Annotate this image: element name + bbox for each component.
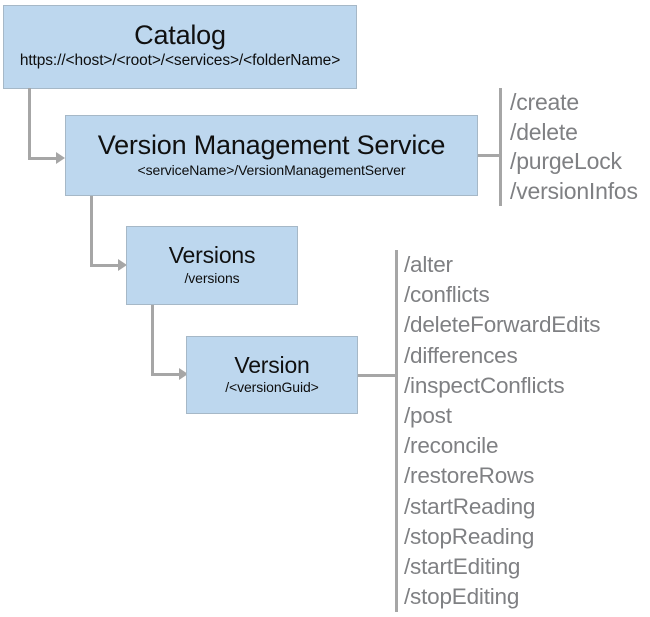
node-version-title: Version: [234, 351, 310, 378]
connector-versions-to-version-vertical: [151, 305, 154, 376]
bracket-rule-version-operations: [395, 250, 398, 612]
operation-item-delete[interactable]: /delete: [510, 118, 578, 145]
operation-item-stopediting[interactable]: /stopEditing: [404, 584, 520, 610]
operation-item-inspectconflicts[interactable]: /inspectConflicts: [404, 372, 565, 398]
operation-item-versioninfos[interactable]: /versionInfos: [510, 177, 638, 204]
connector-vms-to-versions-horizontal: [90, 264, 120, 267]
operation-item-alter[interactable]: /alter: [404, 252, 453, 277]
operation-item-restorerows[interactable]: /restoreRows: [404, 463, 535, 489]
node-versions-title: Versions: [168, 242, 256, 269]
connector-vms-to-operations: [478, 154, 500, 157]
node-versions-subtitle: /versions: [184, 269, 240, 286]
operation-list-version: /alter /conflicts /deleteForwardEdits /d…: [404, 250, 600, 612]
connector-versions-to-version-horizontal: [151, 373, 181, 376]
arrowhead-icon-versions-to-version: [179, 368, 188, 380]
node-version[interactable]: Version /<versionGuid>: [186, 336, 358, 414]
connector-version-to-operations: [358, 374, 396, 377]
node-version-management-service[interactable]: Version Management Service <serviceName>…: [65, 115, 478, 196]
operation-item-deleteforwardedits[interactable]: /deleteForwardEdits: [404, 312, 601, 338]
operation-item-startediting[interactable]: /startEditing: [404, 554, 521, 580]
node-vms-subtitle: <serviceName>/VersionManagementServer: [137, 162, 406, 179]
operation-item-startreading[interactable]: /startReading: [404, 493, 536, 519]
node-catalog-title: Catalog: [134, 19, 226, 50]
operation-item-purgelock[interactable]: /purgeLock: [510, 148, 622, 174]
connector-catalog-to-vms-vertical: [28, 88, 31, 160]
node-catalog-subtitle: https://<host>/<root>/<services>/<folder…: [19, 51, 341, 69]
bracket-rule-vms-operations: [499, 88, 502, 206]
node-catalog[interactable]: Catalog https://<host>/<root>/<services>…: [3, 5, 357, 89]
connector-catalog-to-vms-horizontal: [28, 157, 58, 160]
operation-item-create[interactable]: /create: [510, 89, 579, 115]
arrowhead-icon-catalog-to-vms: [56, 152, 65, 164]
operation-item-post[interactable]: /post: [404, 403, 452, 429]
connector-vms-to-versions-vertical: [90, 196, 93, 267]
arrowhead-icon-vms-to-versions: [118, 259, 127, 271]
operation-item-conflicts[interactable]: /conflicts: [404, 282, 490, 308]
node-versions[interactable]: Versions /versions: [126, 226, 298, 305]
node-version-subtitle: /<versionGuid>: [225, 379, 319, 396]
operation-item-differences[interactable]: /differences: [404, 342, 518, 368]
operation-item-reconcile[interactable]: /reconcile: [404, 433, 499, 459]
operation-item-stopreading[interactable]: /stopReading: [404, 523, 535, 549]
node-vms-title: Version Management Service: [97, 129, 446, 160]
operation-list-vms: /create /delete /purgeLock /versionInfos: [510, 88, 638, 206]
